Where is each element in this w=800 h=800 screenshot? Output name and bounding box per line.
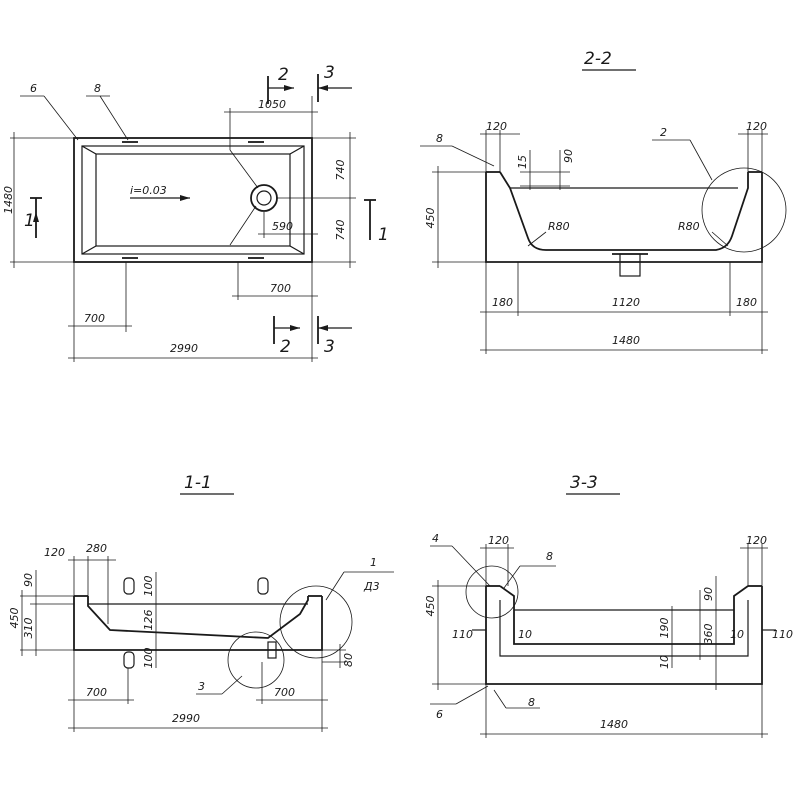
- section22-dim-1480: 1480: [612, 334, 640, 347]
- section33-bowl: [499, 585, 749, 645]
- section11-dim-450: 450: [8, 608, 21, 629]
- section11-lug-1: [123, 577, 135, 595]
- section33-dim-10-c: 10: [658, 655, 671, 669]
- section11-dim-280: 280: [86, 542, 107, 555]
- section33-dim-120-right: 120: [746, 534, 767, 547]
- section33-title: 3-3: [570, 473, 598, 493]
- plan-callout-8: 8: [94, 82, 101, 95]
- plan-dim-740-bottom: 740: [334, 220, 347, 241]
- plan-dim-740-top: 740: [334, 160, 347, 181]
- section11-title: 1-1: [184, 473, 212, 493]
- section33-dim-10-a: 10: [518, 628, 532, 641]
- section22-outer: [485, 172, 763, 263]
- section11-dim-90: 90: [22, 573, 35, 587]
- plan-dim-1050: 1050: [258, 98, 286, 111]
- section22-drain: [619, 253, 641, 277]
- section33-callout-6: 6: [436, 708, 443, 721]
- section11-drain: [267, 641, 277, 659]
- section11-dim-310: 310: [22, 618, 35, 639]
- section33-dim-1480: 1480: [600, 718, 628, 731]
- section11-callout-1: 1: [370, 556, 377, 569]
- section11-dim-700-right: 700: [274, 686, 295, 699]
- section33-dim-10-b: 10: [730, 628, 744, 641]
- section11-detail-circle-2: [227, 631, 285, 689]
- section22-dim-180-right: 180: [736, 296, 757, 309]
- section22-dim-90: 90: [562, 149, 575, 163]
- section33-dim-120-left: 120: [488, 534, 509, 547]
- section33-callout-4: 4: [432, 532, 439, 545]
- section22-callout-2: 2: [660, 126, 667, 139]
- section22-r80-left: R80: [548, 220, 570, 233]
- section-3-3: 3-3 4 8 6 8 120 120: [424, 473, 793, 738]
- plan-view: i=0.03 6 8 1480 1 1 1050 2 3: [2, 63, 389, 362]
- plan-cut3-bottom: 3: [324, 337, 335, 357]
- plan-cut2-bottom: 2: [280, 337, 291, 357]
- section33-dim-90: 90: [702, 587, 715, 601]
- section33-detail-circle: [465, 565, 519, 619]
- section11-dim-100-top: 100: [142, 576, 155, 597]
- plan-cut1-left: 1: [24, 211, 35, 231]
- section22-dim-120-right: 120: [746, 120, 767, 133]
- section33-callout-8-bottom: 8: [528, 696, 535, 709]
- section22-bowl: [499, 171, 749, 251]
- section11-dim-700-left: 700: [86, 686, 107, 699]
- plan-callout-6: 6: [30, 82, 37, 95]
- plan-cut1-right: 1: [378, 225, 389, 245]
- section22-dim-1120: 1120: [612, 296, 640, 309]
- plan-dim-700-left: 700: [84, 312, 105, 325]
- section22-callout-8: 8: [436, 132, 443, 145]
- plan-dim-2990: 2990: [170, 342, 198, 355]
- section11-inner: [87, 596, 309, 639]
- section33-callout-8-top: 8: [546, 550, 553, 563]
- section11-dim-2990: 2990: [172, 712, 200, 725]
- section22-dim-450: 450: [424, 208, 437, 229]
- plan-outer-contour: [73, 137, 313, 263]
- section11-lug-3: [123, 651, 135, 669]
- section22-title: 2-2: [584, 49, 612, 69]
- section33-dim-360: 360: [702, 624, 715, 645]
- section11-dim-80: 80: [342, 653, 355, 667]
- section33-dim-190: 190: [658, 618, 671, 639]
- section11-dim-100-bottom: 100: [142, 648, 155, 669]
- plan-dim-590: 590: [272, 220, 293, 233]
- plan-cut3-top: 3: [324, 63, 335, 83]
- plan-cut2-top: 2: [278, 65, 289, 85]
- section11-dim-126: 126: [142, 610, 155, 631]
- section33-bottom: [499, 600, 749, 657]
- section11-outer: [73, 596, 323, 651]
- section11-callout-3: 3: [198, 680, 205, 693]
- section33-outer: [485, 586, 763, 685]
- section22-dim-120-left: 120: [486, 120, 507, 133]
- section-2-2: 2-2 8 2 120 120 15 90: [420, 49, 787, 354]
- section22-r80-right: R80: [678, 220, 700, 233]
- section11-detail-circle-1: [279, 585, 353, 659]
- section11-callout-d3: Д3: [363, 580, 380, 593]
- section11-lug-2: [257, 577, 269, 595]
- plan-rim: [81, 145, 305, 255]
- section22-dim-15: 15: [516, 155, 529, 169]
- section33-dim-450: 450: [424, 596, 437, 617]
- section-1-1: 1-1 120 280 90 450 310 100 126: [8, 473, 394, 732]
- plan-bottom: [95, 153, 291, 247]
- section33-dim-110-right: 110: [772, 628, 793, 641]
- slope-label: i=0.03: [130, 184, 167, 197]
- section33-dim-110-left: 110: [452, 628, 473, 641]
- section11-dim-120: 120: [44, 546, 65, 559]
- plan-dim-1480: 1480: [2, 186, 15, 214]
- section22-dim-180-left: 180: [492, 296, 513, 309]
- plan-dim-700-right: 700: [270, 282, 291, 295]
- drain-inner-circle: [256, 190, 272, 206]
- section22-detail-circle: [701, 167, 787, 253]
